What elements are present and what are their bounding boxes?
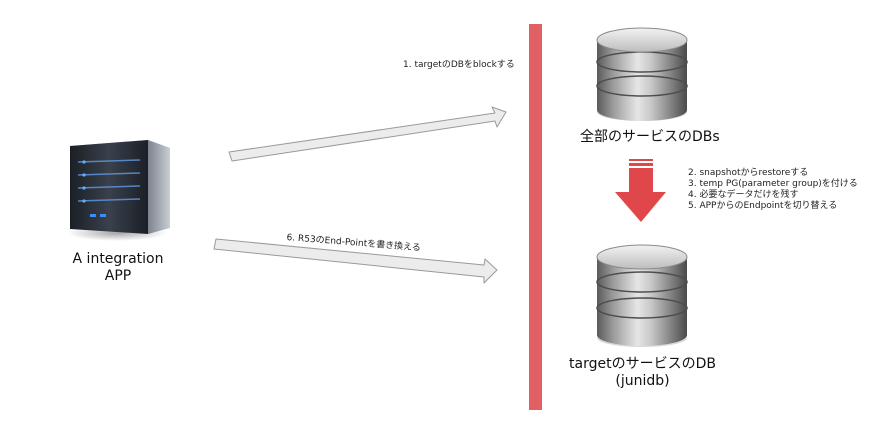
all-dbs-icon bbox=[596, 27, 688, 121]
target-db-icon bbox=[596, 244, 688, 347]
restore-step: 2. snapshotからrestoreする bbox=[688, 168, 809, 178]
app-label-line2: APP bbox=[104, 268, 132, 284]
target-db-label-line1: targetのサービスのDB bbox=[569, 356, 716, 372]
repoint-arrow bbox=[213, 238, 498, 284]
app-label: A integration APP bbox=[58, 251, 178, 285]
restore-step: 3. temp PG(parameter group)を付ける bbox=[688, 179, 858, 189]
target-db-label-line2: (junidb) bbox=[615, 373, 670, 389]
block-arrow bbox=[228, 106, 507, 162]
target-db-label: targetのサービスのDB (junidb) bbox=[560, 356, 725, 390]
app-label-line1: A integration bbox=[72, 251, 164, 267]
all-dbs-label: 全部のサービスのDBs bbox=[580, 129, 720, 145]
block-step-label: 1. targetのDBをblockする bbox=[403, 60, 515, 70]
server-icon bbox=[67, 140, 170, 241]
restore-step: 4. 必要なデータだけを残す bbox=[688, 190, 799, 200]
down-arrow bbox=[615, 159, 666, 222]
barrier-bar bbox=[529, 24, 542, 410]
restore-step: 5. APPからのEndpointを切り替える bbox=[688, 201, 838, 211]
restore-steps-list: 2. snapshotからrestoreする 3. temp PG(parame… bbox=[688, 168, 858, 212]
